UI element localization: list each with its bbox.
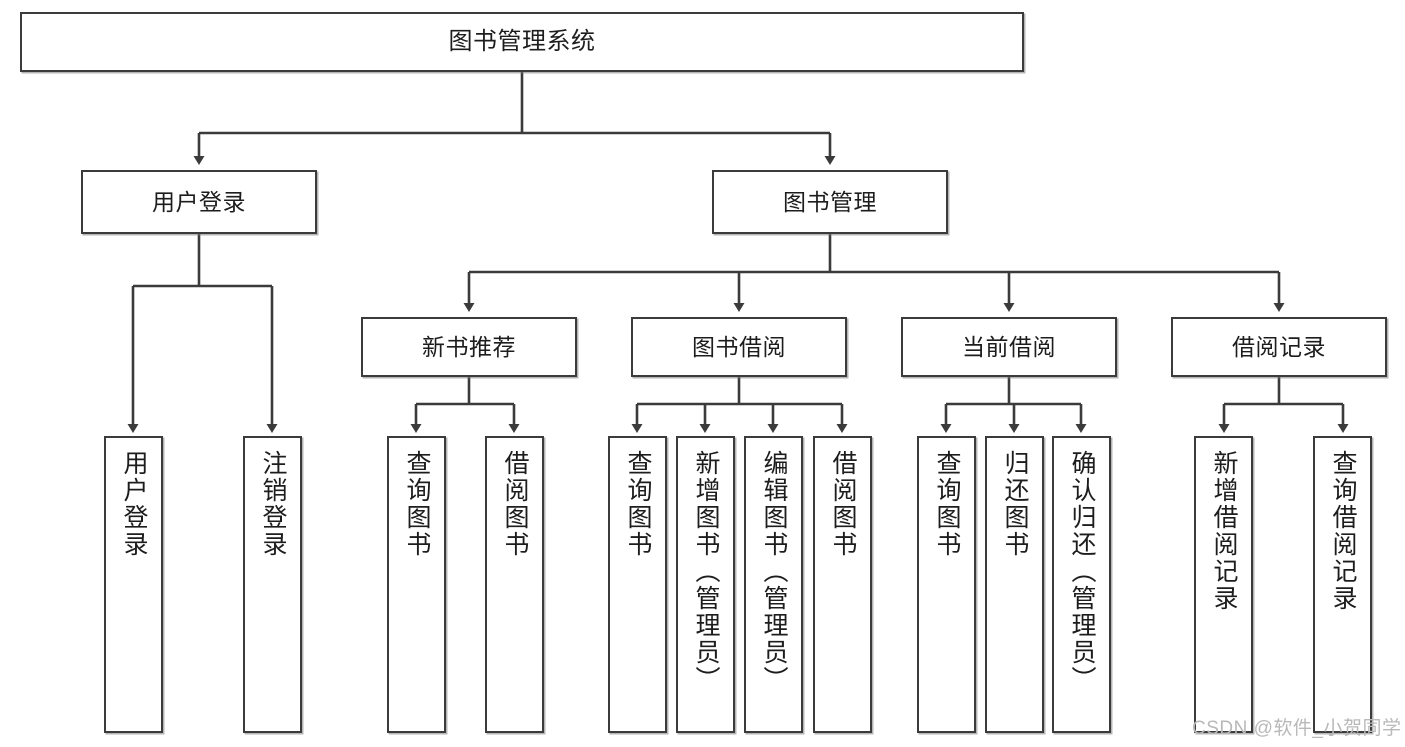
node-leaf-add-book[interactable]: 新增图书（管理员）: [676, 436, 735, 733]
node-leaf-query-record-label: 查询借阅记录: [1329, 450, 1357, 612]
node-borrow-record-label: 借阅记录: [1232, 333, 1326, 360]
node-current-borrow-label: 当前借阅: [962, 333, 1056, 360]
node-leaf-query-book-3-label: 查询图书: [933, 450, 961, 558]
node-leaf-query-book-1-label: 查询图书: [403, 450, 431, 558]
csdn-watermark: CSDN @软件_小贺同学: [1192, 718, 1402, 739]
node-leaf-borrow-book-2-label: 借阅图书: [829, 450, 857, 558]
node-leaf-add-record-label: 新增借阅记录: [1210, 450, 1238, 612]
node-leaf-query-book-1[interactable]: 查询图书: [387, 436, 446, 733]
node-leaf-borrow-book-1[interactable]: 借阅图书: [485, 436, 544, 733]
node-user-login[interactable]: 用户登录: [81, 170, 317, 234]
node-leaf-query-record[interactable]: 查询借阅记录: [1313, 436, 1372, 733]
node-leaf-add-record[interactable]: 新增借阅记录: [1194, 436, 1253, 733]
node-new-book-recommend-label: 新书推荐: [422, 333, 516, 360]
node-leaf-add-book-label: 新增图书（管理员）: [692, 450, 720, 693]
node-leaf-confirm-return-label: 确认归还（管理员）: [1068, 450, 1096, 693]
node-leaf-query-book-2-label: 查询图书: [624, 450, 652, 558]
node-leaf-borrow-book-2[interactable]: 借阅图书: [813, 436, 872, 733]
node-leaf-return-book[interactable]: 归还图书: [985, 436, 1044, 733]
node-leaf-confirm-return[interactable]: 确认归还（管理员）: [1052, 436, 1111, 733]
node-current-borrow[interactable]: 当前借阅: [901, 317, 1117, 377]
node-leaf-query-book-3[interactable]: 查询图书: [917, 436, 976, 733]
node-borrow-record[interactable]: 借阅记录: [1171, 317, 1387, 377]
node-leaf-edit-book[interactable]: 编辑图书（管理员）: [744, 436, 803, 733]
node-book-borrow-label: 图书借阅: [692, 333, 786, 360]
node-leaf-user-login-label: 用户登录: [120, 450, 148, 558]
node-user-login-label: 用户登录: [152, 188, 246, 215]
node-new-book-recommend[interactable]: 新书推荐: [361, 317, 577, 377]
node-root[interactable]: 图书管理系统: [20, 12, 1024, 72]
node-leaf-user-login[interactable]: 用户登录: [104, 436, 163, 733]
node-leaf-query-book-2[interactable]: 查询图书: [608, 436, 667, 733]
node-leaf-edit-book-label: 编辑图书（管理员）: [760, 450, 788, 693]
node-root-label: 图书管理系统: [448, 28, 596, 56]
node-leaf-logout-label: 注销登录: [259, 450, 287, 558]
node-leaf-logout[interactable]: 注销登录: [243, 436, 302, 733]
node-leaf-borrow-book-1-label: 借阅图书: [501, 450, 529, 558]
node-book-manage-label: 图书管理: [783, 188, 877, 215]
node-book-borrow[interactable]: 图书借阅: [631, 317, 847, 377]
node-leaf-return-book-label: 归还图书: [1001, 450, 1029, 558]
node-book-manage[interactable]: 图书管理: [712, 170, 948, 234]
